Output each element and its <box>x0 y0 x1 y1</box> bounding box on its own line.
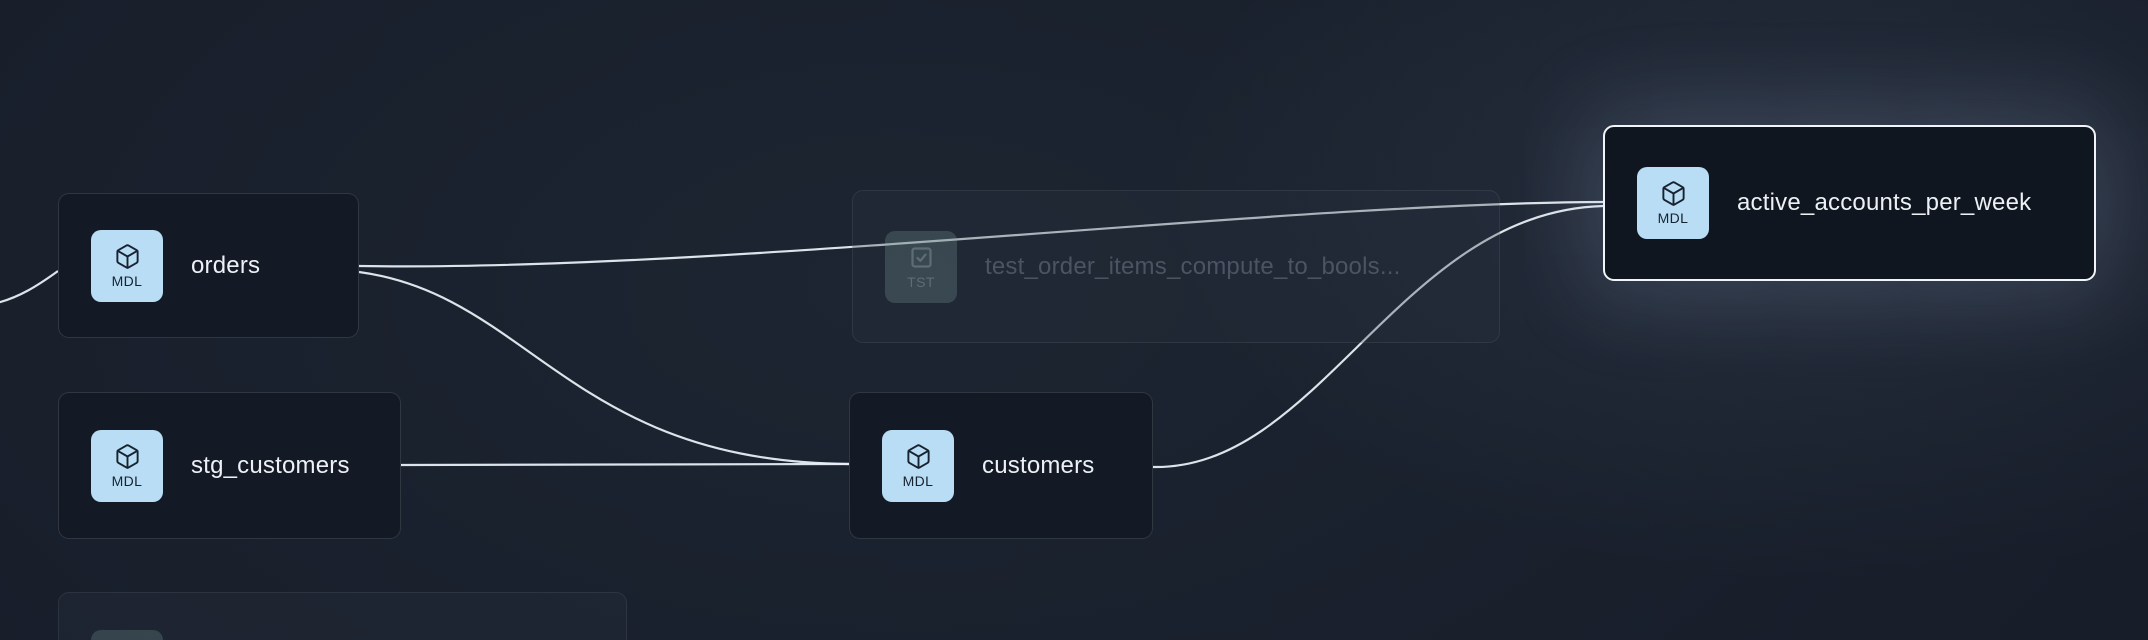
model-badge: MDL <box>1637 167 1709 239</box>
model-badge: MDL <box>91 429 163 502</box>
edge-customers-to-active_accounts_per_week <box>1152 204 1604 469</box>
model-badge: MDL <box>91 229 163 302</box>
node-test_order_items_compute_to_bools[interactable]: TST test_order_items_compute_to_bools... <box>852 190 1500 343</box>
node-label: active_accounts_per_week <box>1737 189 2032 216</box>
badge-label: MDL <box>1657 210 1689 226</box>
node-partial_bottom_node[interactable]: TST <box>58 592 627 640</box>
node-orders[interactable]: MDL orders <box>58 193 359 338</box>
badge-label: MDL <box>902 472 934 489</box>
badge-label: MDL <box>111 272 143 289</box>
node-label: stg_customers <box>191 451 350 479</box>
node-label: customers <box>982 451 1095 479</box>
cube-icon <box>115 443 139 469</box>
badge-label: TST <box>907 273 935 290</box>
node-label: test_order_items_compute_to_bools... <box>985 252 1401 280</box>
node-label: orders <box>191 251 261 279</box>
badge-label: MDL <box>111 472 143 489</box>
cube-icon <box>906 443 930 469</box>
edge-stg_customers-to-customers <box>400 462 850 467</box>
test-badge: TST <box>885 230 957 303</box>
edge-orders-to-customers <box>358 270 850 466</box>
node-active_accounts_per_week[interactable]: MDL active_accounts_per_week <box>1603 125 2096 281</box>
test-badge: TST <box>91 629 163 640</box>
cube-icon <box>1661 181 1685 206</box>
node-customers[interactable]: MDL customers <box>849 392 1153 539</box>
checkbox-check-icon <box>910 246 932 268</box>
cube-icon <box>115 243 139 269</box>
edge-external-left-to-orders <box>0 270 59 304</box>
edge-orders-to-active_accounts_per_week <box>358 200 1604 268</box>
model-badge: MDL <box>882 429 954 502</box>
node-stg_customers[interactable]: MDL stg_customers <box>58 392 401 539</box>
